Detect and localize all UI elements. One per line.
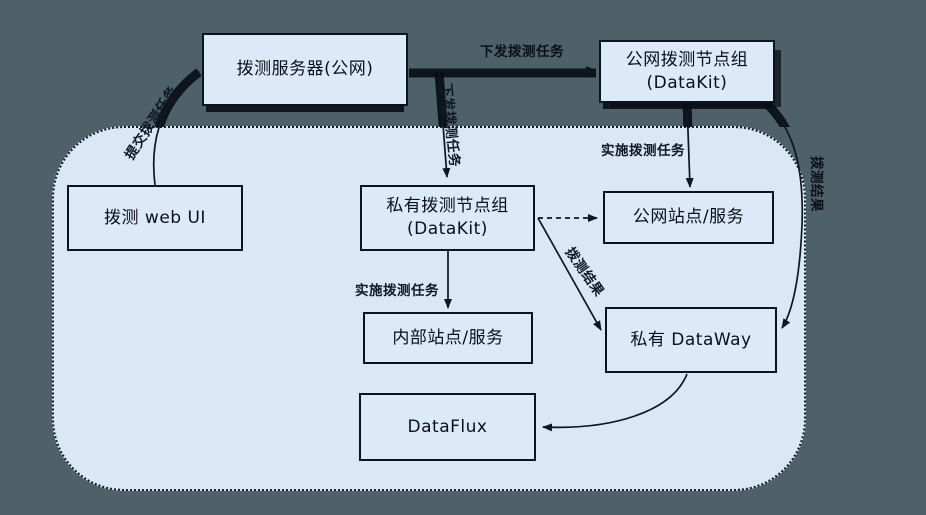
node-internal-site-label: 内部站点/服务 [392, 327, 504, 348]
node-private-node-group-line1: 私有拨测节点组 [386, 196, 509, 217]
node-web-ui-label: 拨测 web UI [104, 207, 206, 228]
node-private-node-group-line2: (DataKit) [407, 219, 488, 239]
node-public-site: 公网站点/服务 [603, 191, 774, 244]
edge-label-execute-private: 实施拨测任务 [355, 283, 439, 299]
node-public-node-group: 公网拨测节点组 (DataKit) [599, 40, 775, 103]
edge-label-dispatch-public: 下发拨测任务 [480, 44, 564, 60]
edge-label-execute-public: 实施拨测任务 [601, 143, 685, 159]
node-web-ui: 拨测 web UI [67, 185, 243, 251]
node-private-node-group: 私有拨测节点组 (DataKit) [360, 185, 535, 251]
node-public-node-group-line2: (DataKit) [646, 72, 728, 93]
node-public-site-label: 公网站点/服务 [632, 207, 745, 228]
node-public-node-group-line1: 公网拨测节点组 [625, 49, 749, 70]
node-private-dataway-label: 私有 DataWay [630, 329, 752, 350]
node-internal-site: 内部站点/服务 [363, 312, 533, 364]
node-dataflux: DataFlux [359, 393, 536, 461]
edge-label-result-public: 拨测结果 [808, 156, 824, 212]
node-server-label: 拨测服务器(公网) [236, 59, 374, 80]
node-private-dataway: 私有 DataWay [605, 307, 777, 373]
node-dataflux-label: DataFlux [407, 416, 488, 437]
node-server: 拨测服务器(公网) [202, 33, 408, 106]
